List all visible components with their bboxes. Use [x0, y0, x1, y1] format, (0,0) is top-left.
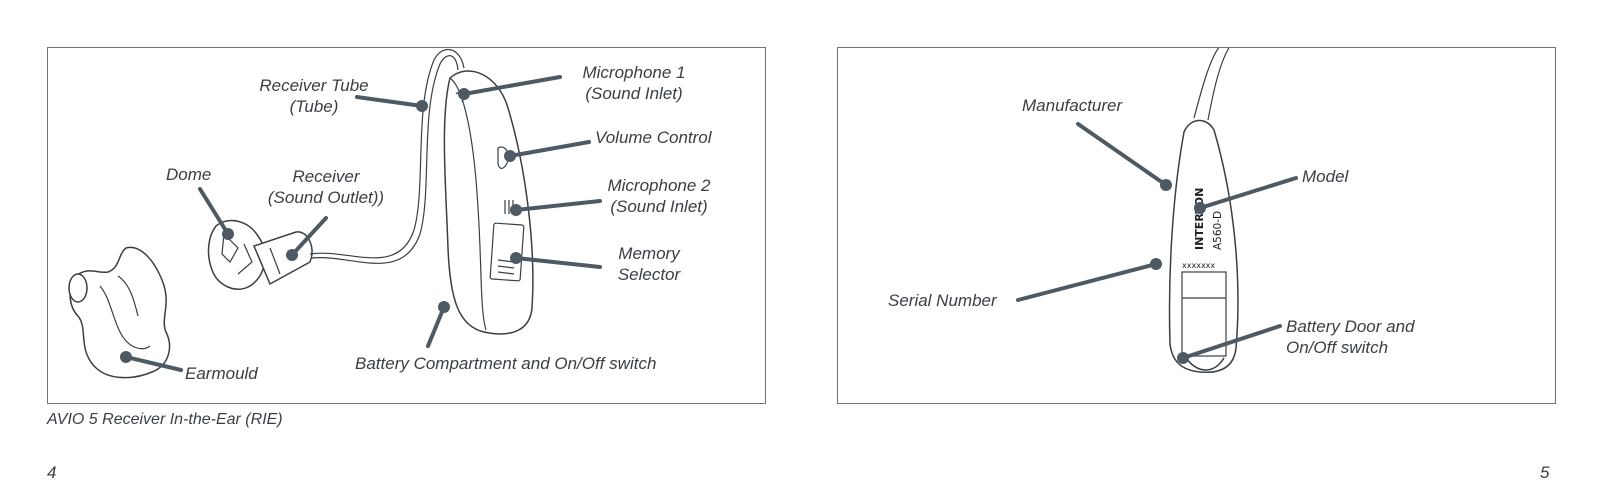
memory-selector-label: Memory Selector [617, 244, 681, 284]
serial-number-label: Serial Number [888, 291, 997, 310]
receiver-label: Receiver (Sound Outlet)) [267, 167, 385, 207]
receiver-in-ear-diagram: Receiver Tube (Tube) Microphone 1 (Sound… [47, 47, 766, 404]
dome-label: Dome [166, 165, 212, 184]
device-rear-illustration: INTERTON A560-D xxxxxxx [1016, 48, 1298, 374]
manufacturer-label: Manufacturer [1022, 96, 1123, 115]
receiver-tube-label: Receiver Tube (Tube) [259, 76, 369, 116]
device-labeling-diagram: INTERTON A560-D xxxxxxx Manufacturer Mod… [837, 47, 1556, 404]
microphone2-label: Microphone 2 (Sound Inlet) [607, 176, 711, 216]
leader-lines [120, 75, 602, 372]
earmould-shape [68, 246, 171, 379]
device-serial-text: xxxxxxx [1182, 261, 1215, 270]
device-brand-text: INTERTON [1193, 188, 1206, 250]
volume-control-label: Volume Control [595, 128, 712, 147]
device-model-text: A560-D [1212, 211, 1224, 250]
dome-receiver-shape [207, 219, 313, 290]
hearing-aid-body [443, 70, 534, 335]
battery-compartment-label: Battery Compartment and On/Off switch [355, 354, 657, 373]
earmould-label: Earmould [185, 364, 258, 383]
figure-caption: AVIO 5 Receiver In-the-Ear (RIE) [47, 411, 283, 428]
model-label: Model [1302, 167, 1349, 186]
battery-door-label: Battery Door and On/Off switch [1286, 317, 1415, 357]
leader-lines-right [1016, 122, 1298, 364]
device-body [1168, 48, 1239, 374]
hearing-aid-illustration [68, 49, 602, 379]
page-number-left: 4 [47, 463, 57, 482]
page-number-right: 5 [1540, 463, 1550, 482]
microphone1-label: Microphone 1 (Sound Inlet) [582, 63, 686, 103]
